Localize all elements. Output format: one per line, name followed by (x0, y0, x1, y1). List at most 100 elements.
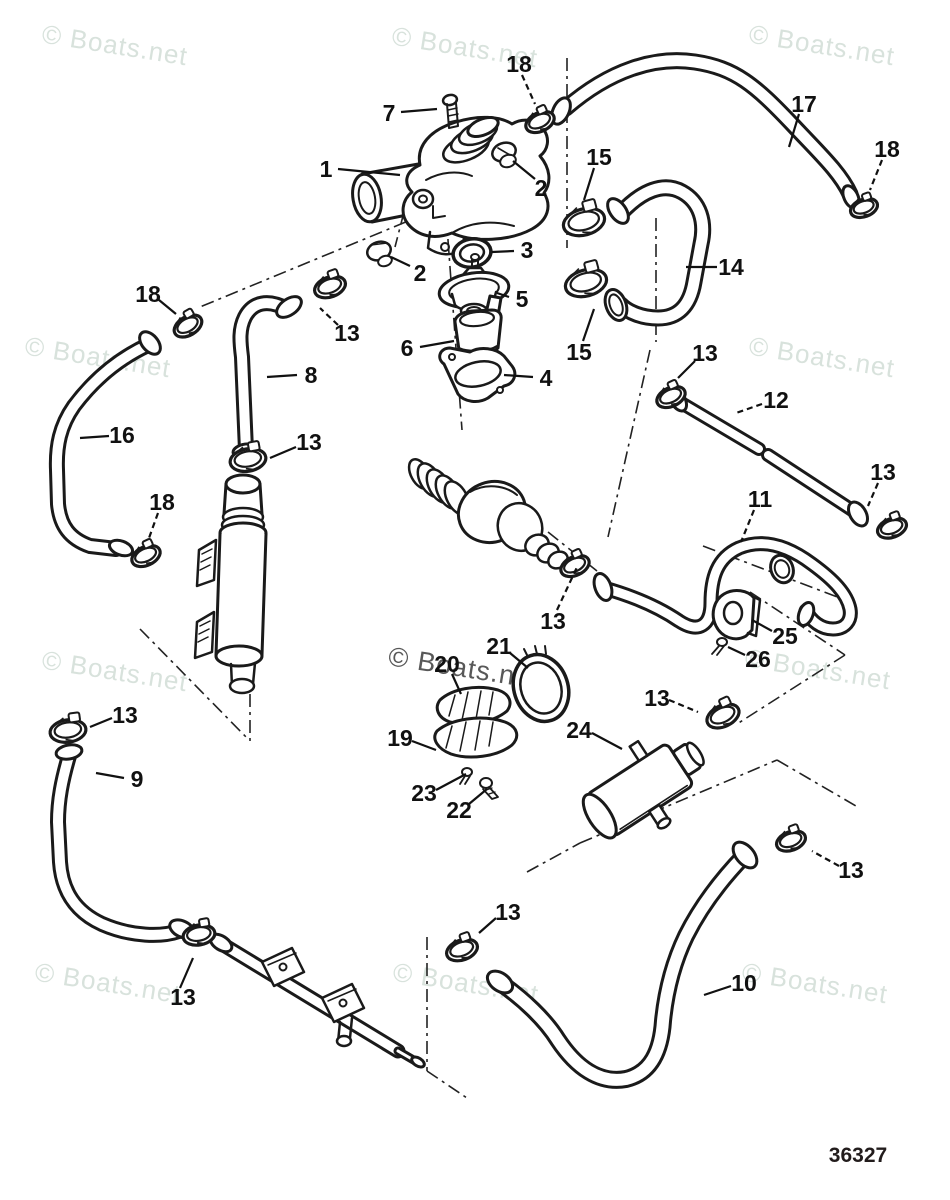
hose-end-ring (275, 295, 303, 319)
callout-leader-line (509, 652, 529, 669)
hose-end-ring (410, 1055, 426, 1069)
callout-leader-line (811, 850, 840, 867)
hose-clamp (705, 695, 741, 730)
watermark: © Boats.net (740, 957, 890, 1010)
callout-number: 12 (763, 387, 789, 413)
callout-4: 4 (503, 365, 553, 391)
callout-number: 6 (401, 335, 414, 361)
hose-end-ring (138, 330, 162, 356)
hose-9-drawing (49, 748, 187, 943)
callout-leader-line (337, 167, 401, 177)
callout-leader-line (266, 373, 298, 379)
hose-8-drawing (232, 295, 295, 458)
hose-clamp (181, 917, 217, 947)
diagram-number: 36327 (829, 1144, 887, 1167)
fitting-2-upper-drawing (491, 141, 517, 169)
construction-line (447, 239, 463, 431)
callout-number: 13 (495, 899, 521, 925)
callout-14: 14 (686, 254, 744, 280)
hose-clamp (312, 268, 348, 300)
callout-leader-line (419, 339, 455, 349)
callout-leader-line (751, 619, 773, 632)
callout-number: 11 (748, 486, 773, 512)
callout-leader-line (468, 788, 488, 805)
callout-18: 18 (147, 489, 175, 539)
hose-clamp (774, 823, 808, 853)
callout-leader-line (703, 984, 732, 997)
hose-12-segment-drawing (761, 448, 862, 519)
callout-15: 15 (582, 144, 612, 201)
callout-number: 14 (718, 254, 744, 280)
callout-15: 15 (566, 308, 596, 365)
callout-13: 13 (170, 957, 196, 1010)
callout-leader-line (677, 360, 696, 379)
callout-11: 11 (739, 486, 773, 543)
callout-number: 13 (644, 685, 670, 711)
band-clamp-21-drawing (511, 645, 571, 724)
callout-21: 21 (486, 633, 529, 669)
callout-18: 18 (868, 136, 900, 191)
callout-leader-line (390, 256, 411, 267)
bracket-25-drawing (711, 589, 762, 641)
callout-number: 17 (791, 91, 817, 117)
hose-clamp (848, 191, 880, 220)
callout-13: 13 (644, 685, 699, 714)
hose-clamp (655, 378, 687, 410)
callout-number: 13 (692, 340, 718, 366)
callout-leader-line (520, 74, 537, 105)
cooler-cylinder-drawing (193, 473, 268, 695)
callout-13: 13 (269, 429, 322, 460)
callout-number: 16 (109, 422, 135, 448)
hose-16-drawing (48, 337, 156, 557)
hose-clamp (228, 440, 268, 474)
callout-leader-line (450, 673, 463, 695)
callout-18: 18 (506, 51, 537, 105)
callout-20: 20 (434, 651, 463, 695)
callout-leader-line (739, 509, 756, 543)
callout-leader-line (411, 739, 437, 752)
callout-leader-line (478, 917, 497, 934)
callout-number: 7 (383, 100, 396, 126)
callout-13: 13 (677, 340, 718, 379)
pipe-bracket-drawing (260, 946, 366, 1048)
callout-number: 19 (387, 725, 413, 751)
callout-1: 1 (320, 156, 401, 182)
callout-13: 13 (478, 899, 521, 934)
hose-end-ring (107, 538, 135, 558)
callout-number: 13 (540, 608, 566, 634)
callout-leader-line (178, 957, 195, 989)
hose-17-drawing (557, 52, 859, 203)
distribution-pipe-drawing (214, 936, 406, 1059)
callout-number: 15 (586, 144, 612, 170)
callout-leader-line (866, 482, 880, 507)
callout-number: 1 (320, 156, 333, 182)
callout-26: 26 (727, 646, 771, 672)
plug-2-lower-drawing (366, 240, 393, 268)
callout-12: 12 (735, 387, 789, 415)
callout-leader-line (79, 434, 110, 440)
callout-24: 24 (566, 717, 623, 750)
screw-7-drawing (441, 93, 459, 129)
t-fitting-drawing (407, 458, 569, 570)
callout-number: 18 (506, 51, 532, 77)
callout-2: 2 (512, 160, 547, 201)
callout-number: 18 (874, 136, 900, 162)
hose-end-ring (769, 553, 795, 585)
callout-leader-line (269, 445, 297, 460)
hose-end-ring (603, 288, 629, 322)
hose-end-ring (847, 500, 869, 528)
construction-line (394, 211, 405, 248)
callout-number: 13 (334, 320, 360, 346)
screw-26-drawing (711, 637, 728, 656)
screw-22-drawing (479, 777, 499, 800)
callout-number: 13 (870, 459, 896, 485)
callout-leader-line (556, 564, 579, 611)
construction-line (607, 349, 651, 538)
construction-line (702, 545, 841, 599)
hose-clamp (563, 259, 609, 299)
hose-clamp (172, 307, 204, 339)
hose-end-ring (54, 743, 84, 761)
